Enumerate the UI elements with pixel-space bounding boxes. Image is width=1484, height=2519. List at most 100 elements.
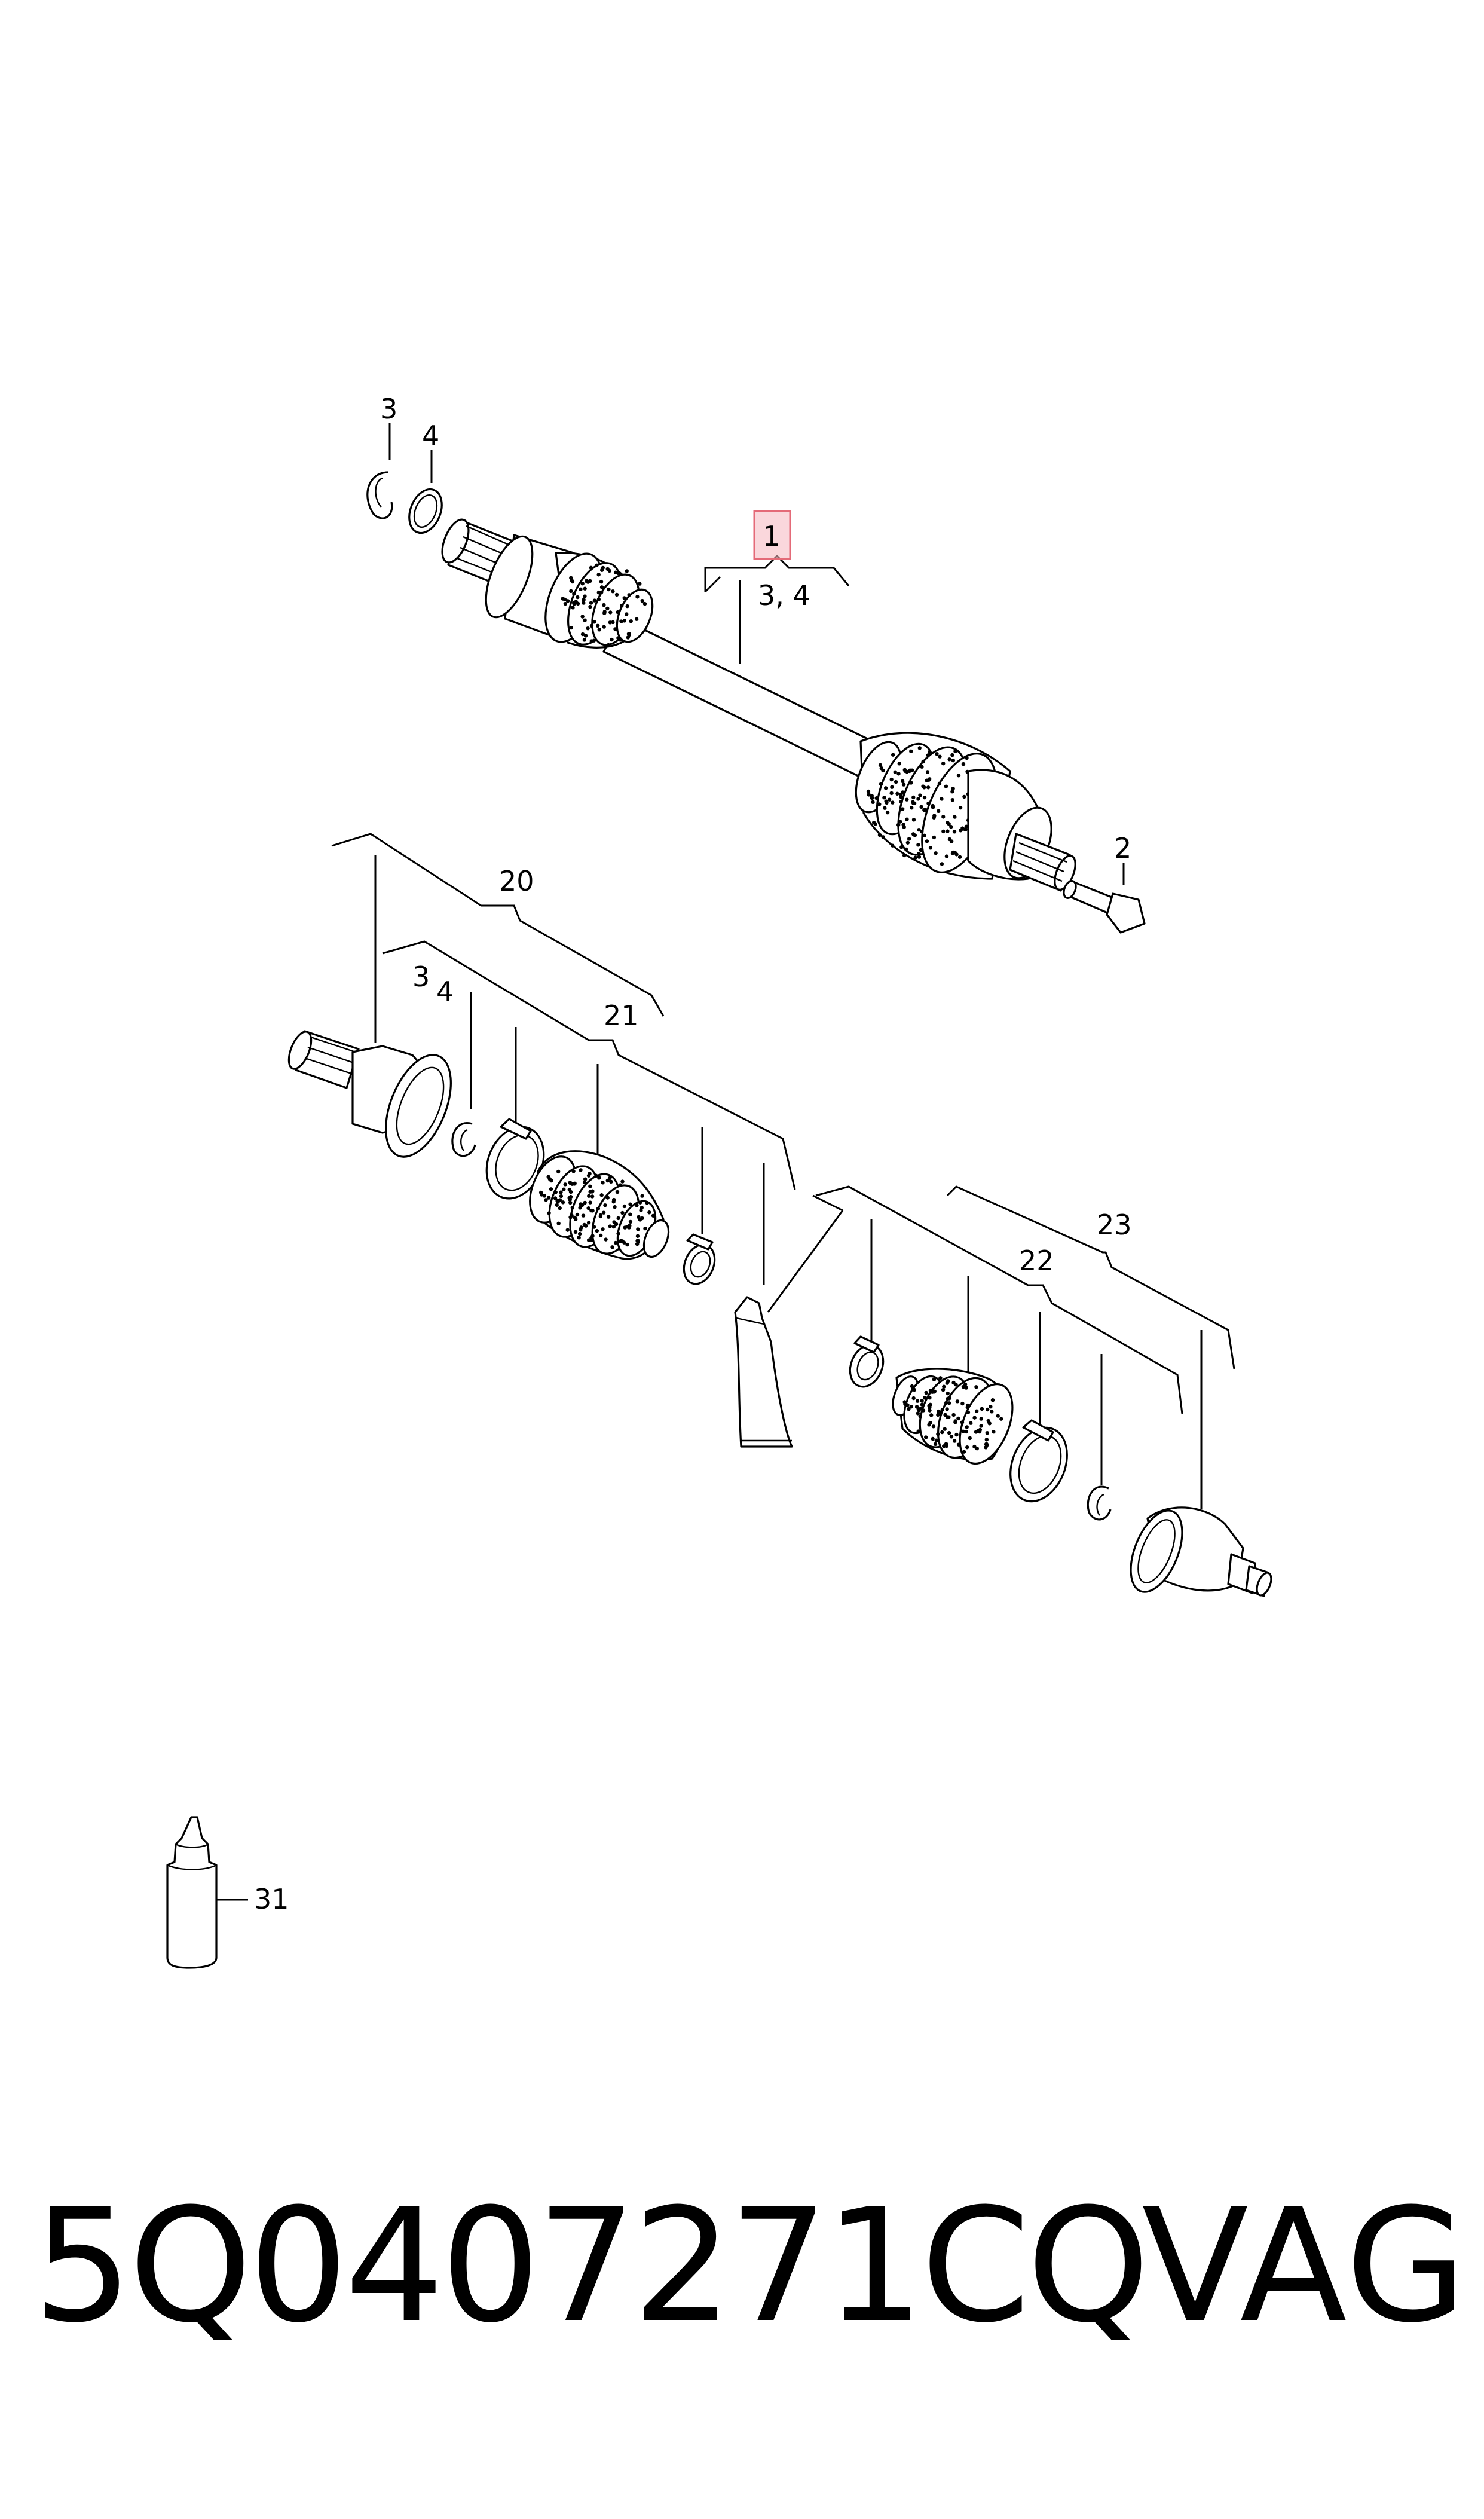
texture-dot — [931, 805, 935, 809]
callout-21[interactable]: 21 — [604, 999, 639, 1032]
texture-dot — [940, 797, 944, 801]
circlip-inner[interactable] — [1087, 1485, 1112, 1521]
grease-bottle[interactable] — [166, 1816, 218, 1969]
texture-dot — [579, 1168, 583, 1172]
inner-boot[interactable] — [888, 1368, 1023, 1471]
circlip-mid[interactable] — [451, 1122, 476, 1157]
texture-dot — [975, 1446, 979, 1451]
texture-dot — [916, 1411, 920, 1416]
texture-dot — [640, 598, 644, 603]
texture-dot — [932, 1377, 937, 1382]
grease-tube[interactable] — [734, 1296, 793, 1448]
clamp-small-outer[interactable] — [678, 1233, 720, 1289]
inner-cv-joint[interactable] — [1121, 1503, 1274, 1599]
texture-dot — [625, 1242, 629, 1247]
callout-31[interactable]: 31 — [254, 1883, 289, 1915]
texture-dot — [934, 1438, 938, 1442]
texture-dot — [627, 593, 631, 597]
bolt[interactable] — [1061, 879, 1146, 934]
texture-dot — [916, 1429, 920, 1433]
texture-dot — [965, 756, 969, 760]
texture-dot — [909, 781, 913, 785]
texture-dot — [986, 1407, 990, 1412]
texture-dot — [601, 1227, 605, 1231]
texture-dot — [568, 1190, 573, 1194]
texture-dot — [911, 1396, 916, 1401]
texture-dot — [896, 772, 901, 776]
texture-dot — [580, 632, 585, 637]
clamp-small-inner[interactable] — [844, 1335, 889, 1392]
texture-dot — [608, 610, 613, 615]
clamp-large-inner[interactable] — [1000, 1419, 1078, 1510]
texture-dot — [891, 753, 895, 757]
callout-3-mid[interactable]: 3 — [412, 961, 430, 993]
texture-dot — [945, 1407, 949, 1411]
texture-dot — [588, 1200, 592, 1205]
outer-cv-joint[interactable] — [284, 1029, 464, 1166]
texture-dot — [613, 1205, 617, 1209]
texture-dot — [911, 818, 916, 822]
texture-dot — [920, 1402, 924, 1407]
texture-dot — [583, 586, 587, 591]
texture-dot — [944, 854, 949, 858]
texture-dot — [589, 601, 593, 605]
texture-dot — [588, 1184, 592, 1188]
callout-4-mid[interactable]: 4 — [436, 976, 454, 1008]
texture-dot — [917, 827, 921, 832]
texture-dot — [937, 809, 941, 814]
texture-dot — [941, 761, 946, 766]
outer-boot[interactable] — [521, 1150, 674, 1261]
callout-23[interactable]: 23 — [1097, 1209, 1132, 1241]
callout-20[interactable]: 20 — [499, 865, 534, 897]
callout-1[interactable]: 1 — [763, 520, 780, 552]
texture-dot — [544, 1198, 548, 1202]
texture-dot — [877, 833, 882, 837]
texture-dot — [928, 1395, 932, 1400]
texture-dot — [569, 576, 573, 580]
texture-dot — [576, 595, 580, 600]
texture-dot — [579, 1228, 583, 1232]
callout-2[interactable]: 2 — [1114, 832, 1131, 864]
callout-22[interactable]: 22 — [1019, 1245, 1054, 1277]
texture-dot — [943, 1413, 947, 1417]
texture-dot — [596, 1206, 601, 1211]
texture-dot — [881, 835, 885, 839]
texture-dot — [590, 1234, 595, 1238]
texture-dot — [592, 620, 596, 624]
texture-dot — [922, 795, 927, 800]
texture-dot — [635, 595, 640, 599]
callout-4-top[interactable]: 4 — [422, 420, 439, 452]
texture-dot — [580, 582, 585, 586]
texture-dot — [920, 765, 924, 769]
texture-dot — [611, 589, 615, 594]
texture-dot — [586, 1238, 591, 1242]
texture-dot — [979, 1417, 983, 1421]
texture-dot — [877, 802, 882, 806]
right-spline-stub — [1009, 833, 1076, 892]
texture-dot — [947, 1396, 952, 1400]
texture-dot — [558, 1206, 562, 1210]
texture-dot — [602, 603, 606, 607]
texture-dot — [651, 1213, 656, 1218]
left-boot — [544, 551, 654, 649]
texture-dot — [636, 1227, 640, 1231]
texture-dot — [925, 770, 930, 774]
texture-dot — [647, 1210, 651, 1215]
ring-top[interactable] — [403, 484, 448, 537]
texture-dot — [958, 805, 963, 810]
texture-dot — [951, 1413, 956, 1417]
texture-dot — [899, 845, 904, 849]
texture-dot — [946, 1391, 950, 1396]
texture-dot — [577, 1231, 582, 1236]
texture-dot — [555, 1203, 559, 1207]
circlip-top[interactable] — [366, 471, 393, 519]
driveshaft-assembly[interactable] — [437, 516, 1079, 892]
texture-dot — [602, 610, 607, 614]
texture-dot — [927, 1423, 931, 1427]
texture-dot — [901, 807, 905, 811]
texture-dot — [638, 1200, 642, 1205]
texture-dot — [588, 1172, 592, 1176]
callout-3-top[interactable]: 3 — [380, 393, 397, 425]
texture-dot — [582, 638, 587, 642]
